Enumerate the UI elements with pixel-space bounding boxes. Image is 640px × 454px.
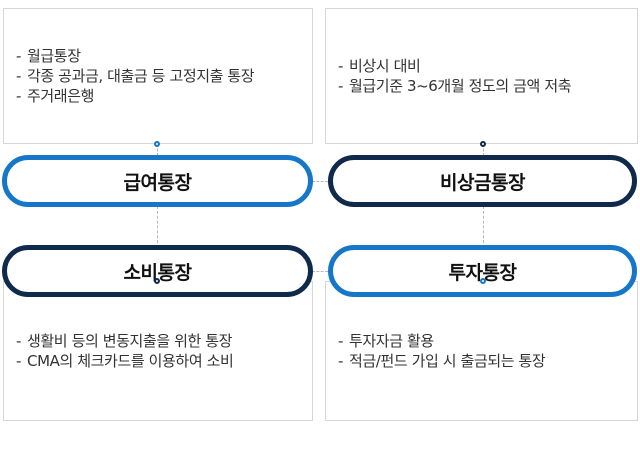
spending-description-box: -생활비 등의 변동지출을 위한 통장 -CMA의 체크카드를 이용하여 소비	[3, 281, 313, 421]
salary-description-box: -월급통장 -각종 공과금, 대출금 등 고정지출 통장 -주거래은행	[3, 8, 313, 144]
invest-description-box: -투자자금 활용 -적금/펀드 가입 시 출금되는 통장	[325, 281, 638, 421]
list-item: -월급통장	[16, 47, 81, 65]
emergency-account-pill: 비상금통장	[328, 155, 637, 207]
connector-center-left	[157, 206, 158, 248]
connector-center-right	[483, 206, 484, 248]
list-item: -투자자금 활용	[338, 332, 434, 350]
connector-dot	[480, 141, 486, 147]
invest-account-pill: 투자통장	[328, 245, 637, 297]
list-item: -생활비 등의 변동지출을 위한 통장	[16, 332, 233, 350]
list-item: -각종 공과금, 대출금 등 고정지출 통장	[16, 67, 255, 85]
emergency-description-box: -비상시 대비 -월급기준 3~6개월 정도의 금액 저축	[325, 8, 638, 144]
salary-account-pill: 급여통장	[2, 155, 313, 207]
list-item: -비상시 대비	[338, 57, 421, 75]
connector-dot	[154, 278, 160, 284]
list-item: -적금/펀드 가입 시 출금되는 통장	[338, 352, 546, 370]
connector-top-horizontal	[312, 181, 328, 182]
spending-account-pill: 소비통장	[2, 245, 313, 297]
connector-bottom-horizontal	[312, 271, 328, 272]
connector-emergency-top	[483, 144, 484, 156]
list-item: -CMA의 체크카드를 이용하여 소비	[16, 352, 234, 370]
list-item: -주거래은행	[16, 87, 95, 105]
connector-salary-top	[157, 144, 158, 156]
list-item: -월급기준 3~6개월 정도의 금액 저축	[338, 77, 572, 95]
connector-dot	[154, 141, 160, 147]
connector-dot	[480, 278, 486, 284]
